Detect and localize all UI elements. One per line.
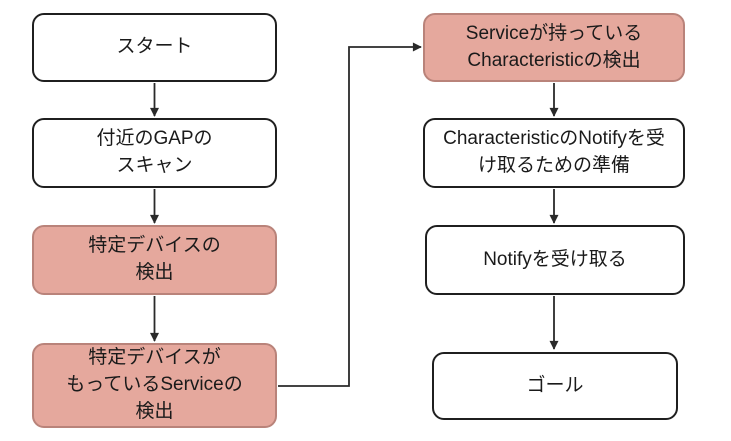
node-detect-characteristic: Serviceが持っている Characteristicの検出 [423,13,685,82]
node-scan-gap: 付近のGAPの スキャン [32,118,277,188]
node-detect-device: 特定デバイスの 検出 [32,225,277,295]
node-prepare-notify: CharacteristicのNotifyを受 け取るための準備 [423,118,685,188]
node-goal: ゴール [432,352,678,420]
node-detect-service: 特定デバイスが もっているServiceの 検出 [32,343,277,428]
arrow-detect-service-to-detect-characteristic [278,42,422,387]
node-receive-notify: Notifyを受け取る [425,225,685,295]
node-start: スタート [32,13,277,82]
